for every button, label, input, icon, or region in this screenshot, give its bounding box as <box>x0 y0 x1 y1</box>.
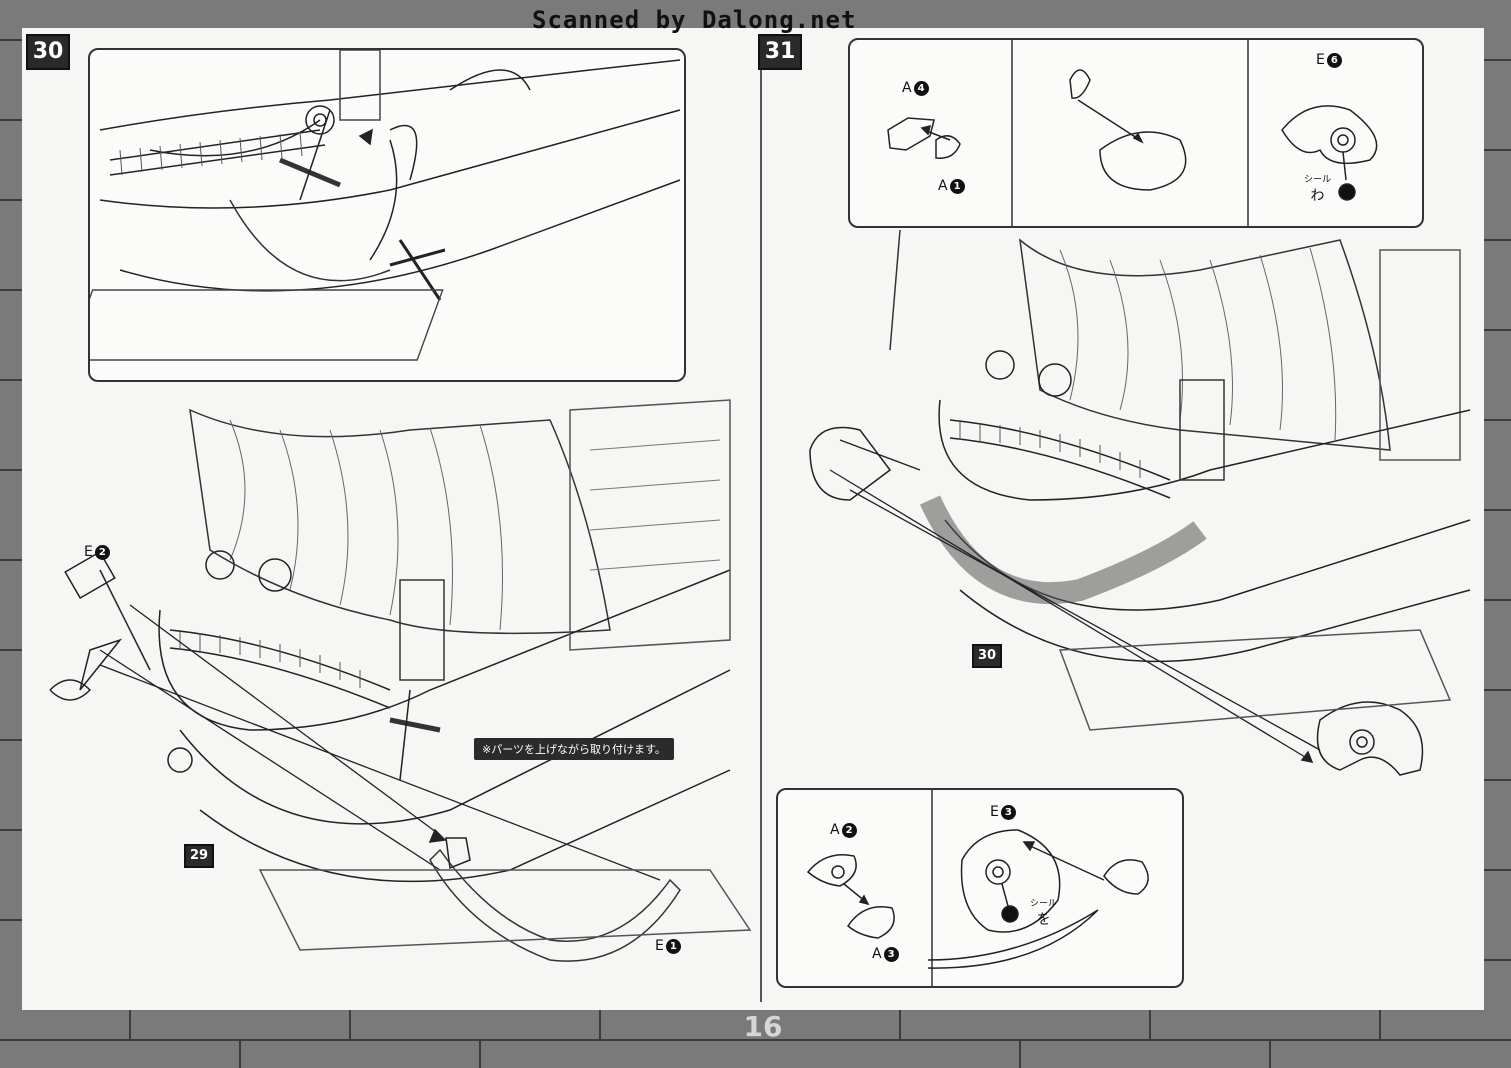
page-divider <box>760 36 762 1002</box>
part-e6-label: E 6 <box>1316 52 1342 68</box>
step-31-main-illustration <box>809 229 1471 776</box>
number-disc: 4 <box>913 80 929 96</box>
step-31-bottom-panel: A 2 A 3 E 3 シール を <box>776 788 1184 988</box>
number-disc: 3 <box>883 946 899 962</box>
step-30-number: 30 <box>26 34 70 70</box>
seal-wo-label: シール を <box>1030 899 1058 928</box>
assembly-note: ※パーツを上げながら取り付けます。 <box>474 738 674 760</box>
number-disc: 1 <box>949 178 965 194</box>
number-disc: 3 <box>1000 804 1016 820</box>
step-30-detail-panel <box>88 48 686 382</box>
part-a1-label: A 1 <box>938 178 965 194</box>
part-e3-label: E 3 <box>990 804 1016 820</box>
part-a2-label: A 2 <box>830 822 857 838</box>
page-number: 16 <box>743 1010 783 1043</box>
step-30-main-illustration <box>49 399 752 962</box>
part-e2-label: E 2 <box>84 544 110 560</box>
number-disc: 1 <box>665 938 681 954</box>
part-a4-label: A 4 <box>902 80 929 96</box>
number-disc: 6 <box>1326 52 1342 68</box>
number-disc: 2 <box>841 822 857 838</box>
seal-wa-label: シール わ <box>1304 175 1332 204</box>
part-e1-label: E 1 <box>655 938 681 954</box>
number-disc: 2 <box>94 544 110 560</box>
top-parts-illustration <box>887 40 1378 226</box>
scan-watermark: Scanned by Dalong.net <box>532 6 857 34</box>
step-29-ref: 29 <box>184 844 214 868</box>
stern-closeup-illustration <box>90 50 681 361</box>
step-31-number: 31 <box>758 34 802 70</box>
part-a3-label: A 3 <box>872 946 899 962</box>
bottom-parts-illustration <box>806 790 1149 986</box>
step-30-ref: 30 <box>972 644 1002 668</box>
step-31-top-panel: A 4 A 1 E 6 シール わ <box>848 38 1424 228</box>
